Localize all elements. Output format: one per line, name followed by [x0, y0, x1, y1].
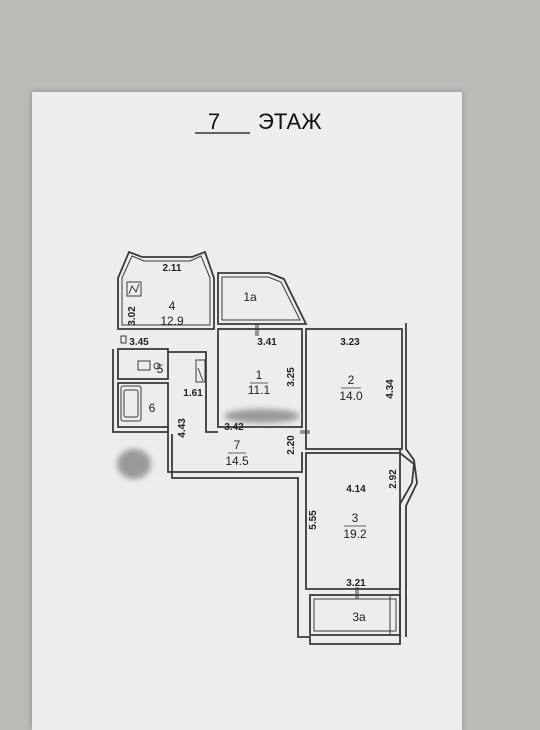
dim-3-42: 3.42 — [224, 422, 244, 433]
dim-4-14: 4.14 — [346, 484, 366, 495]
dim-5-55: 5.55 — [308, 510, 319, 530]
room-3-area: 19.2 — [343, 527, 367, 541]
dim-2-20: 2.20 — [286, 435, 297, 455]
dim-3-21: 3.21 — [346, 578, 366, 589]
dim-4-34: 4.34 — [385, 379, 396, 399]
room-7-number: 7 — [234, 438, 241, 452]
fixtures — [120, 281, 359, 599]
dim-3-02: 3.02 — [127, 306, 138, 326]
room-1-number: 1 — [256, 368, 263, 382]
room-2-area: 14.0 — [339, 389, 363, 403]
room-5-number: 5 — [157, 362, 164, 376]
room-1-area: 11.1 — [248, 383, 271, 397]
room-1a-number: 1а — [243, 290, 257, 304]
room-3-number: 3 — [352, 511, 359, 525]
dim-2-11: 2.11 — [163, 263, 182, 274]
dim-3-45: 3.45 — [129, 337, 149, 348]
floor-number: 7 — [208, 109, 220, 134]
blur-patch-entrance — [117, 449, 151, 479]
room-7-area: 14.5 — [225, 454, 249, 468]
room-2-number: 2 — [348, 373, 355, 387]
room-3a-number: 3а — [352, 610, 366, 624]
floor-plan: 7 ЭТАЖ — [112, 109, 418, 645]
dim-3-23: 3.23 — [340, 337, 360, 348]
room-6-number: 6 — [149, 401, 156, 415]
floor-plan-sheet: 7 ЭТАЖ — [32, 92, 462, 730]
walls — [112, 250, 418, 645]
floor-word: ЭТАЖ — [258, 109, 322, 134]
dim-3-25: 3.25 — [286, 367, 297, 387]
room-4-area: 12.9 — [160, 314, 184, 328]
room-4-number: 4 — [169, 299, 176, 313]
dim-4-43: 4.43 — [177, 418, 188, 438]
dim-2-92: 2.92 — [388, 469, 399, 489]
dim-3-41: 3.41 — [257, 337, 277, 348]
blur-patch-corridor — [224, 409, 300, 423]
dim-1-61: 1.61 — [183, 388, 203, 399]
